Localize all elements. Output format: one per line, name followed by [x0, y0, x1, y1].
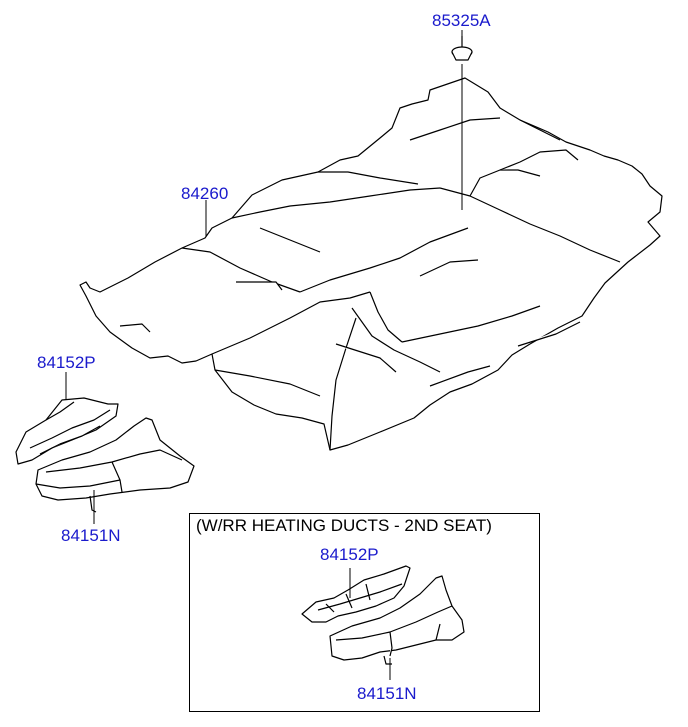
label-84152p-inset[interactable]: 84152P: [320, 545, 379, 564]
label-84151n-inset[interactable]: 84151N: [357, 684, 417, 703]
part-84151n-inset[interactable]: [329, 575, 465, 665]
plug-85325a[interactable]: [451, 36, 473, 61]
label-84151n-main[interactable]: 84151N: [61, 526, 121, 545]
leader-lines: [65, 30, 463, 680]
inset-title: (W/RR HEATING DUCTS - 2ND SEAT): [196, 516, 492, 535]
label-84152p-main[interactable]: 84152P: [37, 353, 96, 372]
inset-frame: [189, 513, 540, 712]
part-84152p-main[interactable]: [15, 397, 119, 465]
label-85325a[interactable]: 85325A: [432, 11, 491, 30]
label-84260[interactable]: 84260: [181, 184, 229, 203]
floor-carpet-main[interactable]: [79, 77, 663, 451]
part-84151n-main[interactable]: [35, 417, 195, 513]
part-84152p-inset[interactable]: [301, 565, 411, 623]
